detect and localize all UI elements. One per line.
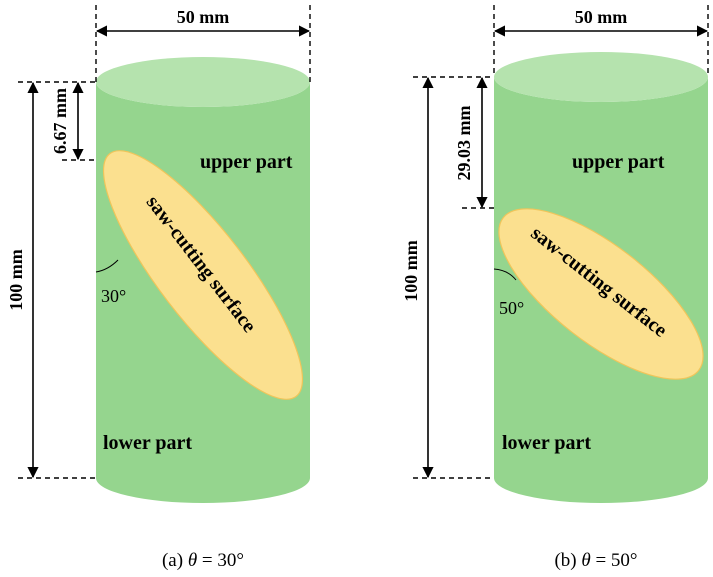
saw-cutting-surface-a [102, 150, 304, 400]
upper-part-label-a: upper part [200, 151, 293, 173]
caption-b: (b) θ = 50° [554, 550, 637, 571]
panel-a: 50 mm 100 mm 6.67 mm 30° upper part lowe… [6, 5, 311, 571]
angle-arc-a [95, 259, 119, 273]
caption-a-prefix: (a) [162, 550, 188, 571]
caption-a-value: = 30° [197, 550, 244, 571]
lower-part-label-a: lower part [103, 432, 192, 454]
cylinder-top-a [96, 57, 310, 107]
caption-a: (a) θ = 30° [162, 550, 244, 571]
diameter-label-b: 50 mm [575, 7, 628, 27]
angle-arc-b [493, 268, 517, 281]
cylinder-top-b [494, 52, 708, 102]
upper-part-label-b: upper part [572, 151, 665, 173]
offset-label-a: 6.67 mm [50, 88, 70, 154]
caption-a-var: θ [188, 550, 197, 571]
angle-label-a: 30° [101, 286, 126, 306]
caption-b-var: θ [581, 550, 590, 571]
angle-label-b: 50° [499, 298, 524, 318]
caption-b-value: = 50° [591, 550, 638, 571]
diameter-label-a: 50 mm [177, 7, 230, 27]
panel-b: 50 mm 100 mm 29.03 mm 50° upper part low… [401, 5, 709, 571]
height-label-b: 100 mm [401, 240, 421, 302]
height-label-a: 100 mm [6, 249, 26, 311]
lower-part-label-b: lower part [502, 432, 591, 454]
saw-cutting-surface-b [498, 208, 704, 380]
caption-b-prefix: (b) [554, 550, 581, 571]
offset-label-b: 29.03 mm [454, 106, 474, 181]
